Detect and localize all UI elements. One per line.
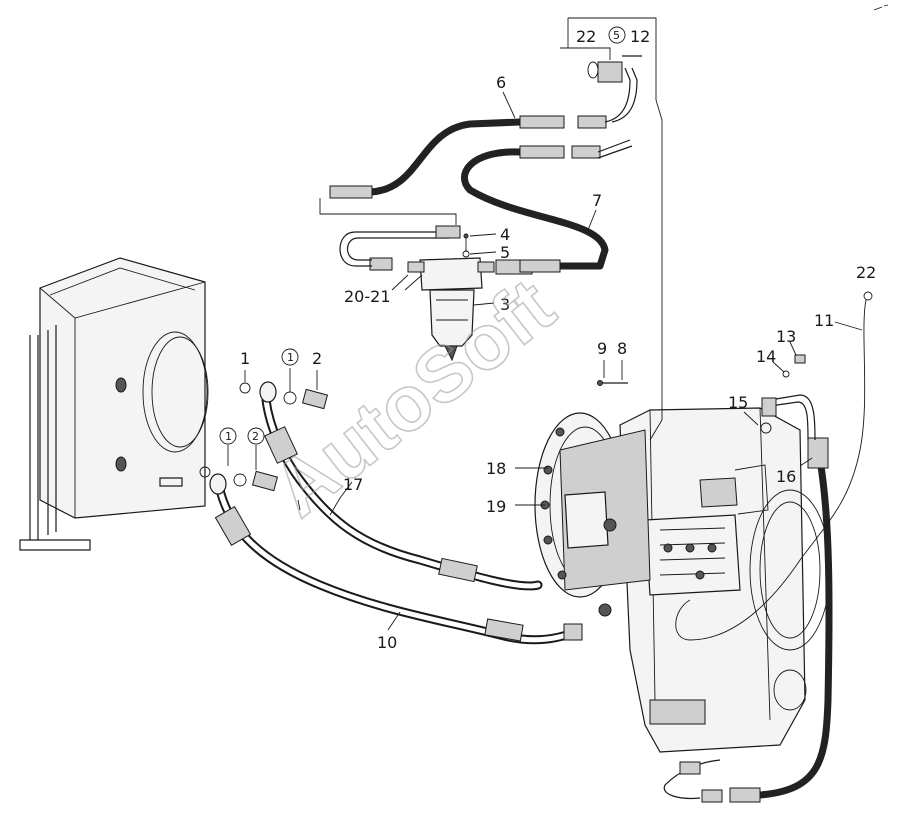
label-8: 8 xyxy=(617,339,627,358)
label-1-circled-upper: 1 xyxy=(287,351,294,364)
bolt-8-9 xyxy=(597,380,628,386)
leader-lines xyxy=(227,17,863,631)
corner-mark xyxy=(873,4,889,11)
wire-11 xyxy=(675,291,873,641)
circle-marker-2-lower xyxy=(247,427,265,445)
label-18: 18 xyxy=(486,459,506,478)
label-5-circled-top: 5 xyxy=(613,29,620,42)
label-4: 4 xyxy=(500,225,510,244)
label-22-right: 22 xyxy=(856,263,876,282)
fittings-upper-row xyxy=(239,382,329,410)
label-7: 7 xyxy=(592,191,602,210)
label-2-circled-lower: 2 xyxy=(252,430,259,443)
label-5: 5 xyxy=(500,243,510,262)
label-1-circled-lower: 1 xyxy=(225,430,232,443)
label-17: 17 xyxy=(343,475,363,494)
label-12: 12 xyxy=(630,27,650,46)
hose-7 xyxy=(461,139,633,273)
label-3: 3 xyxy=(500,295,510,314)
watermark-text: AutoSoft xyxy=(256,261,570,533)
fittings-lower-row xyxy=(199,466,279,492)
fittings-13-14-15 xyxy=(760,354,806,434)
label-11: 11 xyxy=(814,311,834,330)
circle-marker-1-lower xyxy=(219,427,237,445)
oil-cooler xyxy=(19,257,209,551)
part-labels: 22 5 12 6 7 4 5 20-21 3 1 1 2 1 2 9 8 13… xyxy=(219,26,876,652)
hose-6 xyxy=(329,61,638,199)
hose-4-loop xyxy=(339,225,461,267)
label-13: 13 xyxy=(776,327,796,346)
label-20-21: 20-21 xyxy=(344,287,391,306)
label-6: 6 xyxy=(496,73,506,92)
hose-17 xyxy=(259,381,543,591)
circle-marker-1-upper xyxy=(281,348,299,366)
label-16: 16 xyxy=(776,467,796,486)
label-14: 14 xyxy=(756,347,776,366)
transmission-housing xyxy=(534,407,831,753)
label-2: 2 xyxy=(312,349,322,368)
fittings-22-5-12 xyxy=(587,55,642,79)
label-22-top: 22 xyxy=(576,27,596,46)
label-19: 19 xyxy=(486,497,506,516)
label-15: 15 xyxy=(728,393,748,412)
label-1: 1 xyxy=(240,349,250,368)
circle-marker-5-top xyxy=(608,26,626,44)
label-9: 9 xyxy=(597,339,607,358)
hose-16 xyxy=(663,394,833,803)
oil-filter xyxy=(369,233,533,362)
label-10: 10 xyxy=(377,633,397,652)
hose-10 xyxy=(209,473,583,645)
